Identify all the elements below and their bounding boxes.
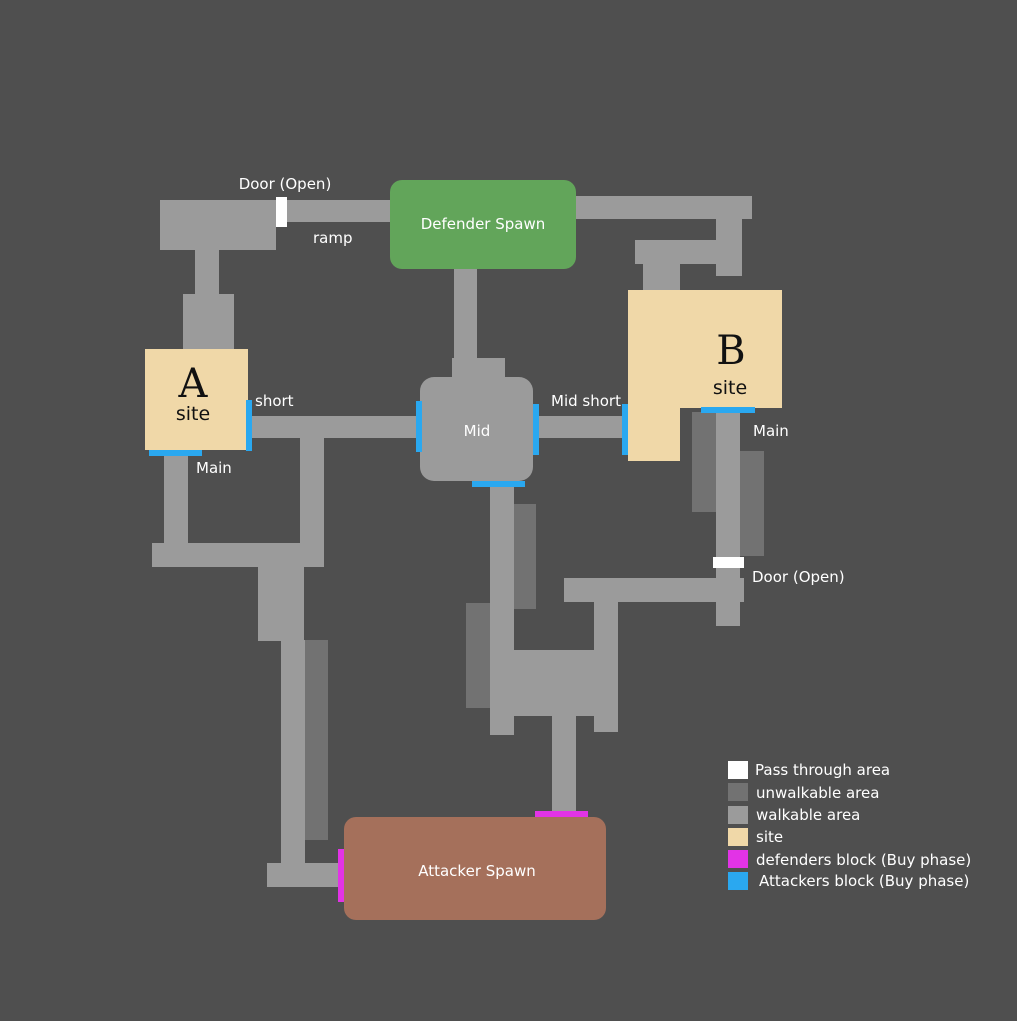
legend-swatch-unwalkable [728,783,748,801]
legend-swatch-site [728,828,748,846]
site-b-lower [628,405,680,461]
legend-swatch-attackers-block [728,872,748,890]
walkable-areas [152,196,752,887]
b-main-label: Main [753,422,789,440]
site-b-letter: B [716,328,745,374]
a-short-label: short [255,392,294,410]
unwalkable-areas [304,410,764,840]
legend-label-attackers-block: Attackers block (Buy phase) [759,872,969,890]
site-a-letter: A [178,361,209,407]
legend-label-site: site [756,828,783,846]
legend-label-unwalkable: unwalkable area [756,784,879,802]
defenders-blocks [338,811,588,902]
a-main-label: Main [196,459,232,477]
defender-spawn [390,180,576,269]
ramp-label: ramp [313,229,353,247]
legend-swatch-pass-through [728,761,748,779]
site-b-upper [628,290,782,408]
attackers-blocks [149,400,755,487]
door-top-label: Door (Open) [239,175,332,193]
mid-short-label: Mid short [551,392,621,410]
door-right-passthrough [713,557,744,568]
sites [145,290,782,461]
legend-swatch-walkable [728,806,748,824]
site-b-word: site [713,377,747,399]
attacker-spawn [344,817,606,920]
door-top-passthrough [276,197,287,227]
legend: Pass through area unwalkable area walkab… [728,761,971,890]
defender-spawn-label: Defender Spawn [421,215,546,233]
legend-swatch-defenders-block [728,850,748,868]
mid-label: Mid [464,422,491,440]
site-a-word: site [176,403,210,425]
site-a [145,349,248,450]
legend-label-pass-through: Pass through area [755,761,890,779]
attacker-spawn-label: Attacker Spawn [418,862,536,880]
legend-label-walkable: walkable area [756,806,860,824]
door-right-label: Door (Open) [752,568,845,586]
legend-label-defenders-block: defenders block (Buy phase) [756,851,971,869]
